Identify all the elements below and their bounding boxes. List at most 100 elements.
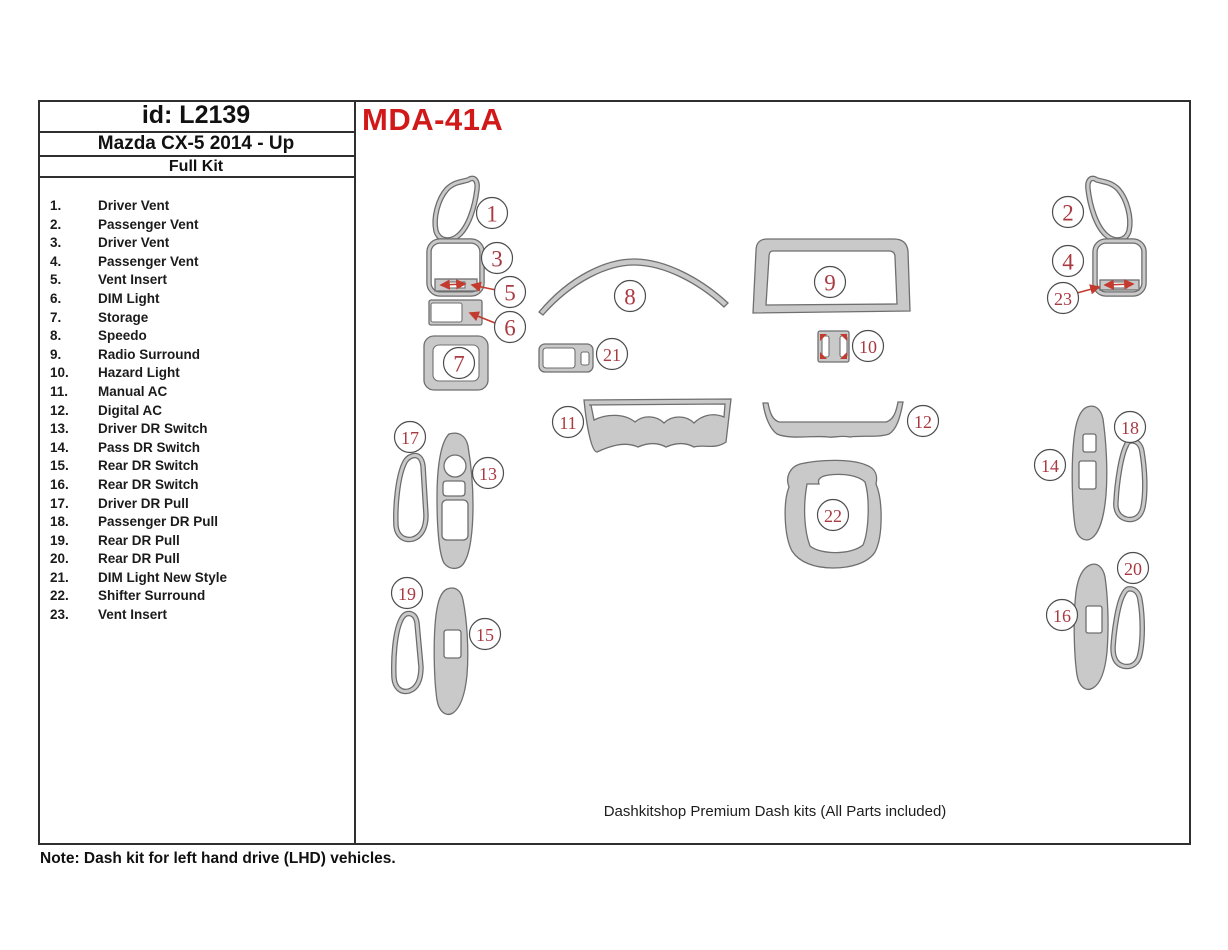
- callout-9: 9: [813, 265, 847, 299]
- callout-2: 2: [1051, 195, 1085, 229]
- callout-13: 13: [471, 456, 505, 490]
- part-list-item: 10Hazard Light: [50, 364, 350, 383]
- leader-23: [1076, 284, 1101, 295]
- part-number: 4: [50, 253, 98, 272]
- part-label: Rear DR Switch: [98, 458, 199, 474]
- part-label: Rear DR Pull: [98, 551, 180, 567]
- part-shape-17: [396, 455, 426, 539]
- callout-11: 11: [551, 405, 585, 439]
- kit-id: id: L2139: [38, 100, 354, 133]
- footer-tagline: Dashkitshop Premium Dash kits (All Parts…: [603, 803, 947, 820]
- svg-text:8: 8: [624, 285, 636, 310]
- part-number: 8: [50, 327, 98, 346]
- svg-text:15: 15: [476, 625, 494, 645]
- callout-4: 4: [1051, 244, 1085, 278]
- part-number: 15: [50, 457, 98, 476]
- part-label: Vent Insert: [98, 272, 168, 288]
- part-number: 20: [50, 550, 98, 569]
- callout-7: 7: [442, 346, 476, 380]
- part-shape-14: [1071, 405, 1108, 541]
- part-list-item: 1Driver Vent: [50, 197, 350, 216]
- part-label: Digital AC: [98, 402, 162, 418]
- callout-16: 16: [1045, 598, 1079, 632]
- svg-text:13: 13: [479, 464, 497, 484]
- svg-text:20: 20: [1124, 559, 1142, 579]
- svg-text:23: 23: [1054, 289, 1072, 309]
- part-list-item: 15Rear DR Switch: [50, 457, 350, 476]
- part-label: Passenger Vent: [98, 253, 199, 269]
- part-shape-16: [1073, 563, 1109, 690]
- callout-12: 12: [906, 404, 940, 438]
- callout-15: 15: [468, 617, 502, 651]
- leader-5: [470, 281, 497, 292]
- svg-text:22: 22: [824, 506, 842, 526]
- part-shape-22: [784, 459, 882, 569]
- callout-1: 1: [475, 196, 509, 230]
- part-label: Hazard Light: [98, 365, 180, 381]
- part-label: Vent Insert: [98, 607, 168, 623]
- part-number: 17: [50, 495, 98, 514]
- part-number: 2: [50, 216, 98, 235]
- part-list-item: 8Speedo: [50, 327, 350, 346]
- part-shape-21: [538, 343, 594, 373]
- part-number: 23: [50, 606, 98, 625]
- part-number: 14: [50, 439, 98, 458]
- part-list-item: 5Vent Insert: [50, 271, 350, 290]
- callout-23: 23: [1046, 281, 1080, 315]
- part-shape-13: [436, 432, 474, 570]
- part-list-item: 2Passenger Vent: [50, 216, 350, 235]
- part-shape-19: [394, 613, 421, 691]
- part-number: 16: [50, 476, 98, 495]
- part-number: 18: [50, 513, 98, 532]
- part-list-item: 21DIM Light New Style: [50, 569, 350, 588]
- part-number: 12: [50, 402, 98, 421]
- part-label: Passenger Vent: [98, 216, 199, 232]
- svg-text:14: 14: [1041, 456, 1059, 476]
- kit-code: MDA-41A: [362, 102, 504, 137]
- svg-text:3: 3: [491, 247, 503, 272]
- part-shape-15: [433, 587, 469, 715]
- svg-text:17: 17: [401, 428, 419, 448]
- part-shape-12: [762, 401, 904, 438]
- part-number: 9: [50, 346, 98, 365]
- part-list-item: 13Driver DR Switch: [50, 420, 350, 439]
- callout-14: 14: [1033, 448, 1067, 482]
- part-label: Pass DR Switch: [98, 439, 201, 455]
- svg-text:10: 10: [859, 337, 877, 357]
- svg-text:5: 5: [504, 281, 516, 306]
- svg-text:21: 21: [603, 345, 621, 365]
- part-shape-2: [1088, 178, 1130, 239]
- svg-text:11: 11: [559, 413, 576, 433]
- sheet-frame: [38, 100, 1191, 845]
- part-label: Rear DR Switch: [98, 476, 199, 492]
- part-list-item: 14Pass DR Switch: [50, 439, 350, 458]
- part-list-item: 9Radio Surround: [50, 346, 350, 365]
- svg-text:7: 7: [453, 352, 465, 377]
- callout-19: 19: [390, 576, 424, 610]
- part-list-item: 6DIM Light: [50, 290, 350, 309]
- svg-text:19: 19: [398, 584, 416, 604]
- part-label: Shifter Surround: [98, 588, 206, 604]
- part-label: Storage: [98, 309, 149, 325]
- footer-note: Note: Dash kit for left hand drive (LHD)…: [40, 850, 396, 867]
- svg-text:1: 1: [486, 202, 498, 227]
- part-number: 21: [50, 569, 98, 588]
- part-shape-20: [1113, 589, 1142, 667]
- part-shape-8: [538, 258, 729, 316]
- callout-18: 18: [1113, 410, 1147, 444]
- part-list-item: 19Rear DR Pull: [50, 532, 350, 551]
- callout-10: 10: [851, 329, 885, 363]
- part-label: DIM Light New Style: [98, 569, 228, 585]
- part-number: 10: [50, 364, 98, 383]
- part-number: 11: [50, 383, 98, 402]
- svg-text:6: 6: [504, 316, 516, 341]
- kit-type: Full Kit: [38, 157, 354, 178]
- part-list-item: 4Passenger Vent: [50, 253, 350, 272]
- part-label: DIM Light: [98, 290, 160, 306]
- part-label: Driver DR Pull: [98, 495, 189, 511]
- part-list-item: 16Rear DR Switch: [50, 476, 350, 495]
- svg-text:16: 16: [1053, 606, 1071, 626]
- part-shape-11: [583, 398, 732, 453]
- part-number: 22: [50, 587, 98, 606]
